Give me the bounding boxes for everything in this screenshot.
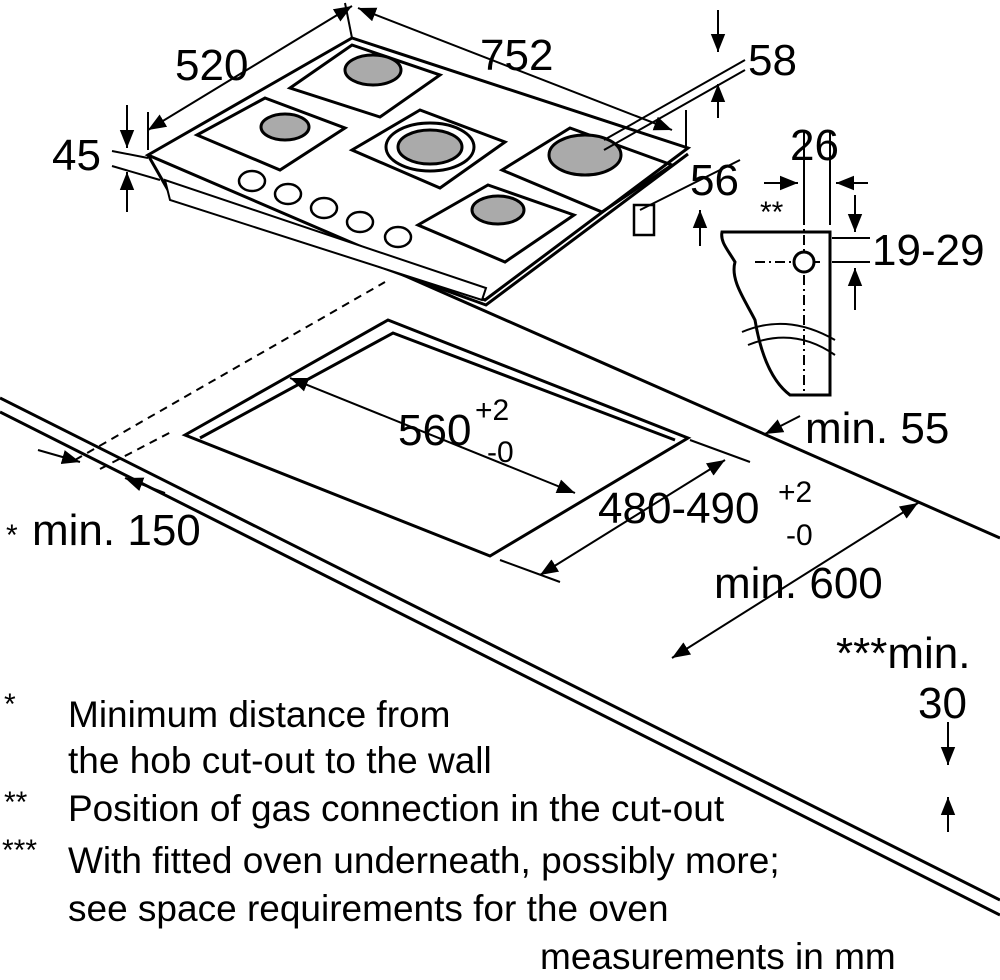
dim-480-490-line [539, 459, 726, 576]
dim-min150-line [37, 449, 81, 464]
control-knobs [237, 169, 413, 249]
dim-480-490-label: 480-490 [598, 484, 759, 533]
projection-lines [74, 281, 386, 470]
dim-min600-line [671, 502, 919, 659]
note-2-mark: ** [4, 786, 28, 819]
dim-752-label: 752 [480, 31, 553, 80]
dim-560-label: 560 [398, 406, 471, 455]
dim-560-tol-plus: +2 [475, 394, 509, 427]
cutout [181, 318, 692, 558]
dim-min150-asterisk: * [6, 519, 18, 552]
note-3-text: With fitted oven underneath, possibly mo… [68, 840, 780, 881]
dim-min150-label: min. 150 [32, 506, 201, 555]
note-2-text: Position of gas connection in the cut-ou… [68, 788, 725, 829]
detail-double-asterisk: ** [760, 196, 784, 229]
dim-26-label: 26 [790, 121, 839, 170]
note-1-mark: * [4, 688, 16, 721]
dim-480-490-tol-minus: -0 [786, 519, 813, 552]
dim-min30-value: 30 [918, 679, 967, 728]
dim-480-490-tol-plus: +2 [778, 476, 812, 509]
dim-560-line [289, 377, 576, 494]
dim-58-label: 58 [748, 36, 797, 85]
note-3-text-cont: see space requirements for the oven [68, 888, 669, 929]
dim-min55-line [764, 415, 801, 435]
note-3-mark: *** [2, 834, 38, 867]
dim-56-label: 56 [690, 156, 739, 205]
dim-752-line [357, 7, 673, 131]
note-1-text: Minimum distance from [68, 694, 451, 735]
dim-520-line [147, 5, 353, 131]
note-1-text-cont: the hob cut-out to the wall [68, 740, 492, 781]
dim-560-tol-minus: -0 [487, 436, 514, 469]
dim-45-label: 45 [52, 131, 101, 180]
dim-min55-label: min. 55 [805, 404, 949, 453]
dim-min600-label: min. 600 [714, 559, 883, 608]
gas-pipe [632, 203, 656, 237]
gas-connection-detail [720, 195, 836, 397]
dim-min30-label: ***min. [836, 629, 971, 678]
dim-19-29-label: 19-29 [872, 226, 985, 275]
footer-units: measurements in mm [540, 936, 896, 977]
dim-520-label: 520 [175, 41, 248, 90]
